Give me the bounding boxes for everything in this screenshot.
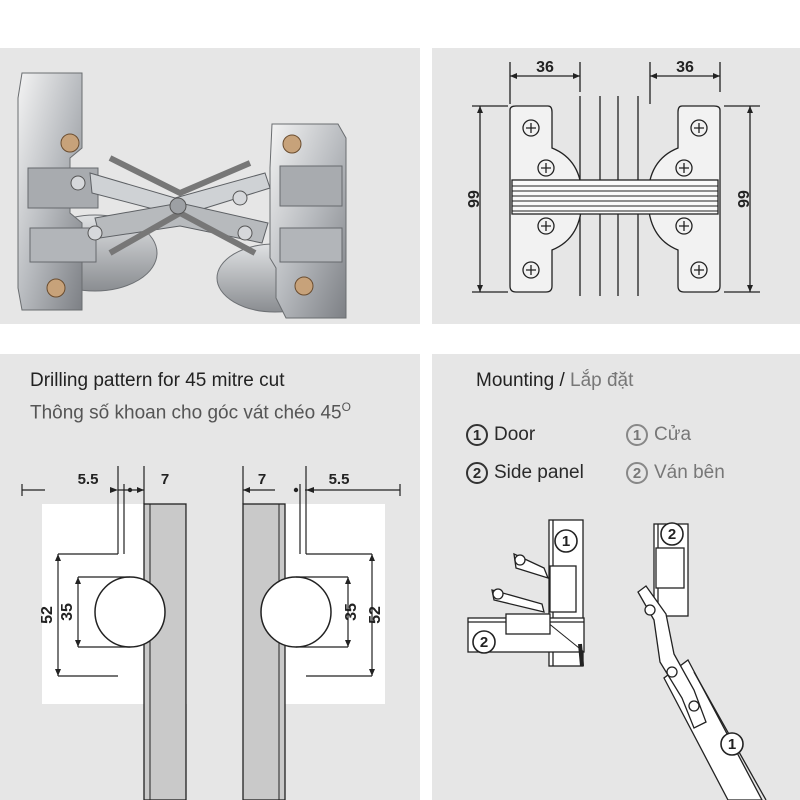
callout-left-door: 1: [562, 533, 570, 550]
mounting-diagram: 1 2 2 1: [467, 519, 767, 800]
dimension-drawing: 36 36 66 66: [464, 59, 760, 296]
drilling-diagram: 5.5 7 7 5.5 52 35 35 52: [21, 466, 401, 800]
legend-door-vi: 1 Cửa: [626, 424, 691, 446]
legend-side-panel: 2 Side panel: [466, 462, 584, 484]
callout-left-panel: 2: [480, 634, 488, 651]
legend-door: 1 Door: [466, 424, 535, 446]
dimension-drawing-panel: 36 36 66 66: [432, 48, 800, 324]
left-spacing-label: 52: [39, 606, 56, 624]
left-gap-label: 7: [161, 471, 169, 488]
dim-top-left: 36: [536, 59, 554, 76]
dim-top-right: 36: [676, 59, 694, 76]
right-offset-label: 5.5: [329, 471, 350, 488]
legend-num-2: 2: [466, 462, 488, 484]
dim-side-right: 66: [734, 190, 751, 208]
mounting-panel: Mounting / Lắp đặt 1 Door 1 Cửa 2 Side p…: [432, 354, 800, 800]
legend-num-1: 1: [466, 424, 488, 446]
drilling-title: Drilling pattern for 45 mitre cut: [30, 370, 285, 391]
left-offset-label: 5.5: [78, 471, 99, 488]
mounting-title: Mounting / Lắp đặt: [476, 370, 634, 391]
right-gap-label: 7: [258, 471, 266, 488]
right-spacing-label: 52: [367, 606, 384, 624]
left-hole-label: 35: [59, 603, 76, 621]
legend-side-panel-vi: 2 Ván bên: [626, 462, 725, 484]
callout-right-door: 1: [728, 736, 736, 753]
hinge-photo: [17, 72, 347, 319]
drilling-subtitle: Thông số khoan cho góc vát chéo 45O: [30, 400, 351, 424]
right-hole-label: 35: [343, 603, 360, 621]
dim-side-left: 66: [464, 190, 481, 208]
callout-right-panel: 2: [668, 526, 676, 543]
product-photo-panel: [0, 48, 420, 324]
drilling-pattern-panel: Drilling pattern for 45 mitre cut Thông …: [0, 354, 420, 800]
